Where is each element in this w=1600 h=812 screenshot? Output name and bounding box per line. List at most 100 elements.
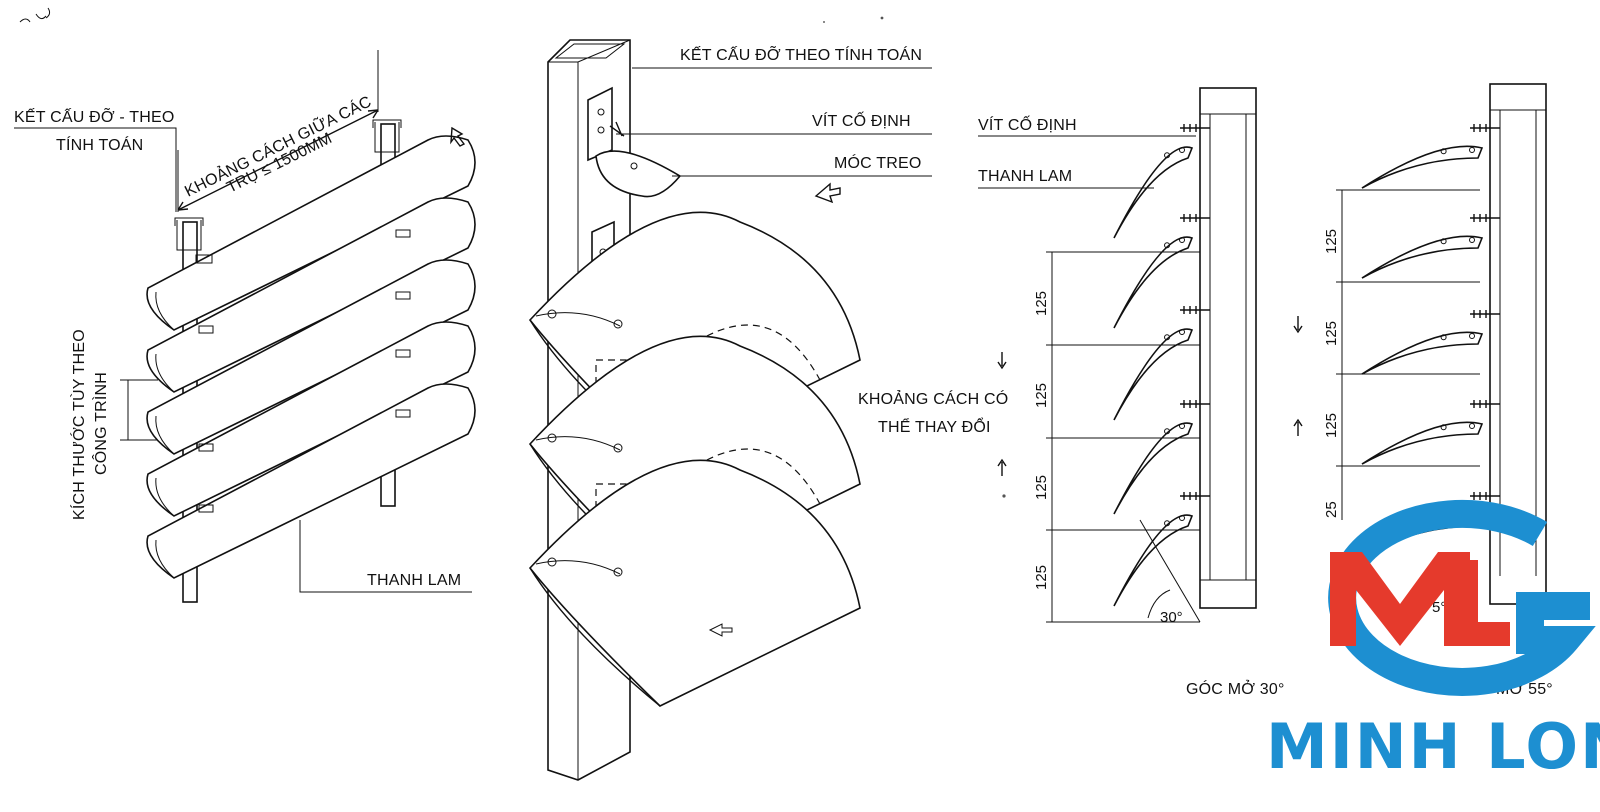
s30-screw-5 xyxy=(1180,492,1210,500)
s30-slat-rivet-1 xyxy=(1164,152,1171,159)
s55-screw-5 xyxy=(1470,492,1500,500)
s55-screw-4 xyxy=(1470,400,1500,408)
s30-slat-rivet-b-4 xyxy=(1179,423,1185,429)
dim-55-1: 125 xyxy=(1323,229,1340,254)
left-slats xyxy=(146,135,476,579)
s55-slat-rivet-b-4 xyxy=(1469,423,1475,429)
dim-55-2: 125 xyxy=(1323,321,1340,346)
s30-slat-rivet-b-1 xyxy=(1179,147,1185,153)
slat-middle-bolt-1 xyxy=(547,309,557,319)
s55-screw-3 xyxy=(1470,310,1500,318)
slat-left-2 xyxy=(146,197,476,393)
dim-30-4: 125 xyxy=(1033,565,1050,590)
slat-middle-hidden-1 xyxy=(649,324,821,381)
s30-slat-rivet-4 xyxy=(1164,428,1171,435)
s30-slat-rivet-b-5 xyxy=(1179,515,1185,521)
left-louver-view: KHOẢNG CÁCH GIỮA CÁC TRỤ ≤ 1500MM KẾT CẤ… xyxy=(14,50,476,603)
slat-middle-bolt-b-2 xyxy=(613,443,623,453)
hook-label: MÓC TREO xyxy=(834,153,922,172)
slat-middle-arrow-3 xyxy=(708,623,733,637)
slat-left-edge-3 xyxy=(155,415,175,455)
slat-middle-bolt-2 xyxy=(547,433,557,443)
slat-middle-rib-1 xyxy=(535,312,621,327)
size-label: KÍCH THƯỚC TÙY THEO xyxy=(69,329,88,520)
left-hooks xyxy=(195,229,411,513)
screws-55 xyxy=(1470,124,1500,500)
s30-screw-4 xyxy=(1180,400,1210,408)
s55-slat-rivet-2 xyxy=(1440,238,1447,245)
slat-left-edge-2 xyxy=(155,353,175,393)
variable-spacing-label: KHOẢNG CÁCH CÓ xyxy=(858,389,1008,408)
angle-55-label: 5° xyxy=(1432,599,1446,616)
s55-slat-rivet-3 xyxy=(1440,334,1447,341)
slat-left-4 xyxy=(146,321,476,517)
middle-screw-label: VÍT CỐ ĐỊNH xyxy=(812,110,911,130)
slat-left-3 xyxy=(146,259,476,455)
slat-left-5 xyxy=(146,383,476,579)
scan-marks xyxy=(19,7,1006,498)
slat-middle-3 xyxy=(528,459,861,707)
middle-slats xyxy=(528,211,861,707)
slat-middle-hidden-2 xyxy=(649,448,821,505)
brand-name: MINH LONG xyxy=(1266,710,1600,783)
slat-left-edge-4 xyxy=(155,477,175,517)
dim-55-3: 125 xyxy=(1323,413,1340,438)
variable-spacing-label-2: THỂ THAY ĐỔI xyxy=(878,417,991,436)
logo-letter-l xyxy=(1452,560,1510,646)
left-slat-label: THANH LAM xyxy=(367,572,461,589)
s30-slat-rivet-b-3 xyxy=(1179,329,1185,335)
slat-30-label: THANH LAM xyxy=(978,168,1072,185)
s30-slat-rivet-2 xyxy=(1164,242,1171,249)
screw-30-label: VÍT CỐ ĐỊNH xyxy=(978,114,1077,134)
s55-slat-rivet-b-2 xyxy=(1469,237,1475,243)
s30-slat-rivet-b-2 xyxy=(1179,237,1185,243)
slat-middle-bolt-b-1 xyxy=(613,319,623,329)
slat-middle-lip-3 xyxy=(529,567,661,707)
s55-screw-2 xyxy=(1470,214,1500,222)
slat-left-1 xyxy=(146,135,476,331)
s55-slat-rivet-4 xyxy=(1440,424,1447,431)
logo-letter-m xyxy=(1330,552,1470,646)
left-support-label-2: TÍNH TOÁN xyxy=(56,135,143,154)
dim-30-2: 125 xyxy=(1033,383,1050,408)
s30-slat-5 xyxy=(1113,514,1194,607)
s55-slat-3 xyxy=(1361,331,1484,375)
slats-55 xyxy=(1361,145,1484,557)
size-label-2: CÔNG TRÌNH xyxy=(91,372,110,475)
dim-30-1: 125 xyxy=(1033,291,1050,316)
dim-55-4: 25 xyxy=(1323,501,1340,518)
screws-30 xyxy=(1180,124,1210,500)
s55-slat-rivet-1 xyxy=(1440,148,1447,155)
s30-screw-3 xyxy=(1180,306,1210,314)
s30-slat-rivet-5 xyxy=(1164,520,1171,527)
middle-support-label: KẾT CẤU ĐỠ THEO TÍNH TOÁN xyxy=(680,44,922,64)
left-support-label: KẾT CẤU ĐỠ - THEO xyxy=(14,106,175,126)
s55-slat-rivet-b-3 xyxy=(1469,333,1475,339)
s55-slat-4 xyxy=(1361,421,1484,465)
slat-middle-rib-2 xyxy=(535,436,621,451)
s55-slat-2 xyxy=(1361,235,1484,279)
dim-30-3: 125 xyxy=(1033,475,1050,500)
s30-slat-1 xyxy=(1113,146,1194,239)
s30-screw-2 xyxy=(1180,214,1210,222)
slat-middle-bolt-3 xyxy=(547,557,557,567)
middle-louver-view: KẾT CẤU ĐỠ THEO TÍNH TOÁN VÍT CỐ ĐỊNH MÓ… xyxy=(528,39,1008,781)
s30-slat-4 xyxy=(1113,422,1194,515)
section-30-view: 125 125 125 125 VÍT CỐ ĐỊNH THANH LAM 30… xyxy=(978,87,1303,698)
s30-screw-1 xyxy=(1180,124,1210,132)
s30-slat-3 xyxy=(1113,328,1194,421)
s30-slat-rivet-3 xyxy=(1164,334,1171,341)
slat-middle-rib-3 xyxy=(535,560,621,575)
minh-long-logo: MINH LONG xyxy=(1266,499,1600,783)
caption-30: GÓC MỞ 30° xyxy=(1186,679,1285,698)
s55-slat-1 xyxy=(1361,145,1484,189)
slat-middle-bolt-b-3 xyxy=(613,567,623,577)
s30-slat-2 xyxy=(1113,236,1194,329)
s55-slat-rivet-b-1 xyxy=(1469,147,1475,153)
slats-30 xyxy=(1113,146,1194,607)
slat-left-edge-1 xyxy=(155,291,175,331)
s55-screw-1 xyxy=(1470,124,1500,132)
slat-left-edge-5 xyxy=(155,539,175,579)
